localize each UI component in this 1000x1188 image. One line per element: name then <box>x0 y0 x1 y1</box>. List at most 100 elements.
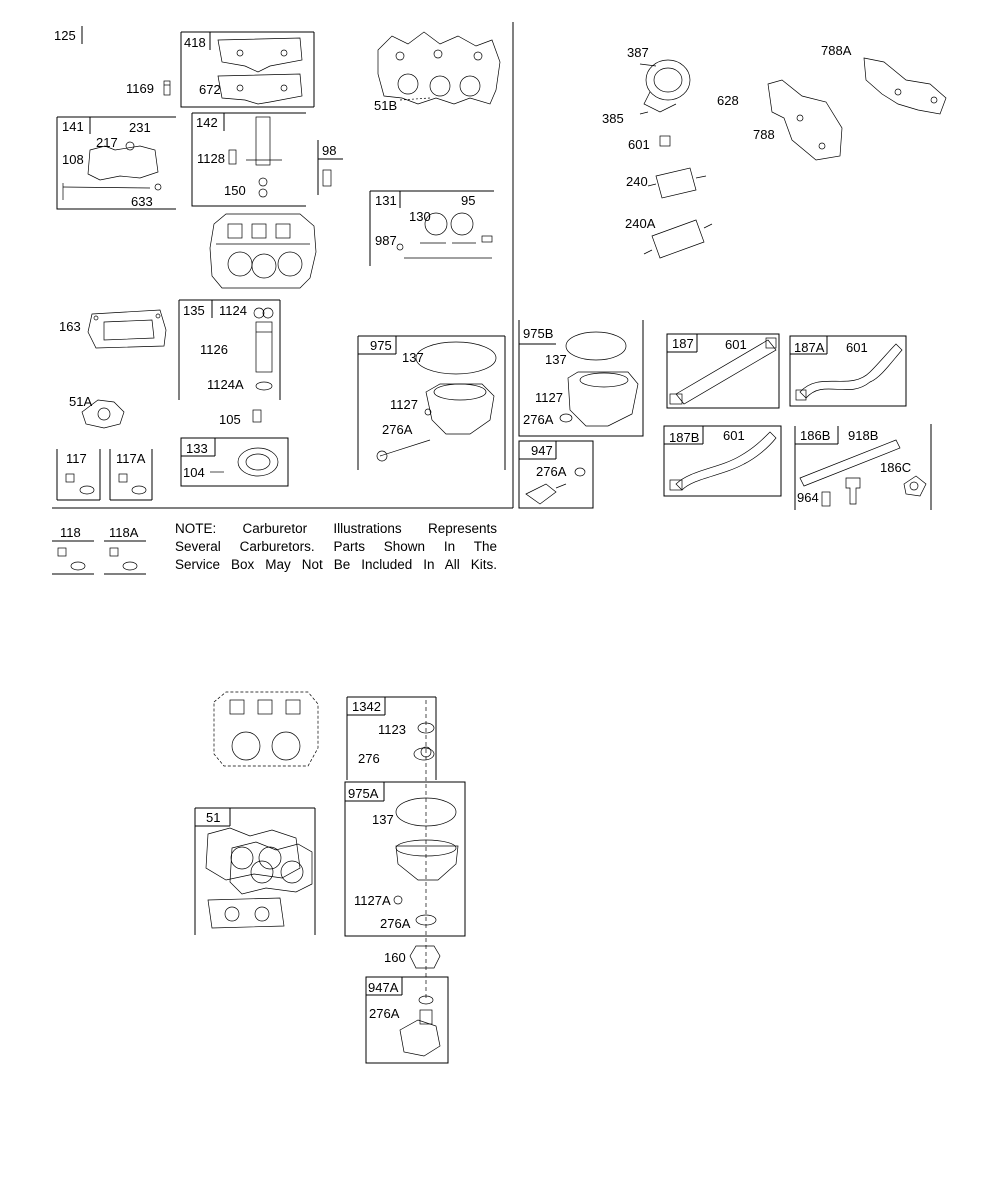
box-118A <box>104 540 146 575</box>
part-label-187: 187 <box>672 336 694 351</box>
gasket-51b-icon <box>377 31 501 105</box>
part-label-276A-c: 276A <box>536 464 567 479</box>
screw-icon <box>163 80 171 96</box>
frame-lines <box>52 22 932 510</box>
part-label-601-c: 601 <box>846 340 868 355</box>
note-line-1: NOTE: Carburetor Illustrations Represent… <box>175 521 497 536</box>
part-label-975A: 975A <box>348 786 379 801</box>
part-label-51A: 51A <box>69 394 92 409</box>
note-line-2: Several Carburetors. Parts Shown In The <box>175 539 497 554</box>
part-label-217: 217 <box>96 135 118 150</box>
part-label-1126: 1126 <box>200 342 228 357</box>
part-label-1169: 1169 <box>126 81 154 96</box>
part-label-108: 108 <box>62 152 84 167</box>
box-186B <box>794 426 927 510</box>
part-label-187B: 187B <box>669 430 699 445</box>
part-label-163: 163 <box>59 319 81 334</box>
part-label-133: 133 <box>186 441 208 456</box>
part-label-98: 98 <box>322 143 336 158</box>
box-117 <box>56 449 101 501</box>
bracket-788-icon <box>767 79 843 161</box>
part-label-1127-b: 1127 <box>535 390 563 405</box>
part-label-51B: 51B <box>374 98 397 113</box>
part-label-118: 118 <box>60 525 81 540</box>
carburetor-body-lower-icon <box>213 691 319 767</box>
box-117A <box>109 449 153 501</box>
box-187A <box>789 335 907 407</box>
part-label-187A: 187A <box>794 340 825 355</box>
part-label-918B: 918B <box>848 428 878 443</box>
part-label-240: 240 <box>626 174 648 189</box>
part-label-1123: 1123 <box>378 722 406 737</box>
part-label-975: 975 <box>370 338 392 353</box>
part-label-975B: 975B <box>523 326 553 341</box>
box-975A <box>344 781 466 937</box>
part-label-633: 633 <box>131 194 153 209</box>
box-51 <box>194 807 316 935</box>
part-label-231: 231 <box>129 120 151 135</box>
part-label-125: 125 <box>54 28 76 43</box>
box-1342 <box>346 696 437 1000</box>
carburetor-note: NOTE: Carburetor Illustrations Represent… <box>175 520 497 574</box>
part-label-1128: 1128 <box>197 151 225 166</box>
part-label-95: 95 <box>461 193 475 208</box>
box-118 <box>52 540 94 575</box>
part-label-150: 150 <box>224 183 246 198</box>
part-label-1127-a: 1127 <box>390 397 418 412</box>
part-label-240A: 240A <box>625 216 656 231</box>
part-label-1127A: 1127A <box>354 893 391 908</box>
part-label-672: 672 <box>199 82 221 97</box>
part-label-788: 788 <box>753 127 775 142</box>
part-label-131: 131 <box>375 193 397 208</box>
part-label-276: 276 <box>358 751 380 766</box>
part-label-117A: 117A <box>116 451 146 466</box>
part-label-137-a: 137 <box>402 350 424 365</box>
part-label-117: 117 <box>66 451 87 466</box>
part-label-160: 160 <box>384 950 406 965</box>
box-975 <box>357 335 506 470</box>
part-label-276A-a: 276A <box>382 422 413 437</box>
fitting-105-icon <box>252 409 262 423</box>
part-label-141: 141 <box>62 119 84 134</box>
box-975B <box>518 320 644 437</box>
fuel-pump-387-icon <box>639 59 691 115</box>
part-label-947A: 947A <box>368 980 399 995</box>
part-label-1124A: 1124A <box>207 377 244 392</box>
part-label-186B: 186B <box>800 428 830 443</box>
box-947 <box>518 440 594 509</box>
box-142 <box>191 112 306 207</box>
carburetor-body-icon <box>209 213 317 289</box>
part-label-105: 105 <box>219 412 241 427</box>
nut-160-icon <box>409 945 441 969</box>
bracket-788a-icon <box>863 57 947 115</box>
part-label-276A-b: 276A <box>523 412 554 427</box>
part-label-601-d: 601 <box>723 428 745 443</box>
part-label-137-b: 137 <box>545 352 567 367</box>
box-418 <box>180 31 315 108</box>
part-label-964: 964 <box>797 490 819 505</box>
part-label-385: 385 <box>602 111 624 126</box>
part-label-276A-d: 276A <box>380 916 411 931</box>
flange-51a-icon <box>81 399 125 429</box>
part-label-118A: 118A <box>109 525 139 540</box>
part-label-1342: 1342 <box>352 699 381 714</box>
gasket-163-icon <box>87 309 167 349</box>
part-label-51: 51 <box>206 810 220 825</box>
box-947A <box>365 976 449 1064</box>
box-133 <box>180 437 289 487</box>
box-187 <box>666 333 780 409</box>
box-98 <box>317 140 343 195</box>
box-141 <box>56 116 176 210</box>
part-label-387: 387 <box>627 45 649 60</box>
part-label-137-c: 137 <box>372 812 394 827</box>
box-135 <box>178 299 281 400</box>
part-label-130: 130 <box>409 209 431 224</box>
part-label-186C: 186C <box>880 460 911 475</box>
note-line-3: Service Box May Not Be Included In All K… <box>175 557 497 572</box>
part-label-947: 947 <box>531 443 553 458</box>
clamp-601-icon <box>659 135 671 147</box>
part-label-104: 104 <box>183 465 205 480</box>
box-131 <box>369 190 494 266</box>
part-label-788A: 788A <box>821 43 852 58</box>
